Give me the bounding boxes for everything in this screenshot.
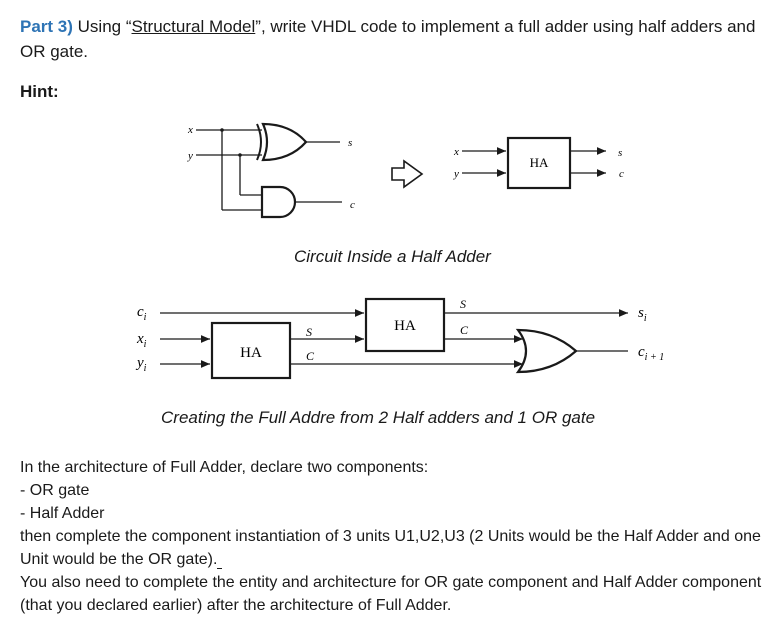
- or-gate: [515, 328, 578, 374]
- equivalence-arrow-icon: [391, 159, 424, 189]
- instruction-line-4-tail: [217, 551, 222, 569]
- hint-label: Hint:: [20, 82, 59, 101]
- instruction-line-3: - Half Adder: [20, 505, 105, 522]
- question-text-after: ”, write VHDL code to implement a full a…: [20, 17, 756, 61]
- block-output-c-label: c: [619, 168, 624, 180]
- instruction-line-4: then complete the component instantiatio…: [20, 525, 775, 571]
- structural-model-term: Structural Model: [131, 17, 256, 36]
- instruction-line-2: - OR gate: [20, 482, 90, 499]
- ha1-c-label: C: [306, 349, 315, 363]
- half-adder-caption: Circuit Inside a Half Adder: [294, 247, 491, 266]
- ha2-s-label: S: [460, 297, 466, 311]
- instruction-line-1: In the architecture of Full Adder, decla…: [20, 459, 429, 476]
- block-ha-label: HA: [530, 155, 549, 170]
- block-input-y-label: y: [453, 168, 459, 180]
- question-text-before: Using “: [72, 17, 132, 36]
- full-adder-caption: Creating the Full Addre from 2 Half adde…: [161, 408, 596, 427]
- ha-input-y-label: y: [187, 150, 193, 162]
- half-adder-block-symbol: x y HA s c: [453, 136, 624, 190]
- full-adder-circuit: ci xi yi HA S C HA S C si ci + 1: [135, 297, 664, 380]
- ha1-s-label: S: [306, 325, 312, 339]
- xor-gate: [256, 122, 308, 162]
- block-output-s-label: s: [618, 147, 622, 159]
- instruction-line-4-text: then complete the component instantiatio…: [20, 528, 766, 568]
- ha2-label: HA: [394, 318, 416, 334]
- block-input-x-label: x: [453, 146, 459, 158]
- input-yi-label: yi: [135, 355, 147, 374]
- and-gate: [260, 185, 297, 219]
- ha1-label: HA: [240, 345, 262, 361]
- input-xi-label: xi: [136, 331, 147, 350]
- instructions: In the architecture of Full Adder, decla…: [20, 456, 775, 617]
- part-label: Part 3): [20, 17, 73, 36]
- instruction-line-5: You also need to complete the entity and…: [20, 574, 766, 614]
- output-si-label: si: [638, 305, 647, 324]
- output-ci1-label: ci + 1: [638, 344, 664, 363]
- half-adder-internal-circuit: x y s c: [187, 122, 355, 219]
- ha2-c-label: C: [460, 323, 469, 337]
- input-ci-label: ci: [137, 304, 147, 323]
- ha-output-c-label: c: [350, 199, 355, 211]
- question-text: Part 3) Using “Structural Model”, write …: [20, 14, 775, 64]
- ha-output-s-label: s: [348, 137, 352, 149]
- ha-input-x-label: x: [187, 124, 193, 136]
